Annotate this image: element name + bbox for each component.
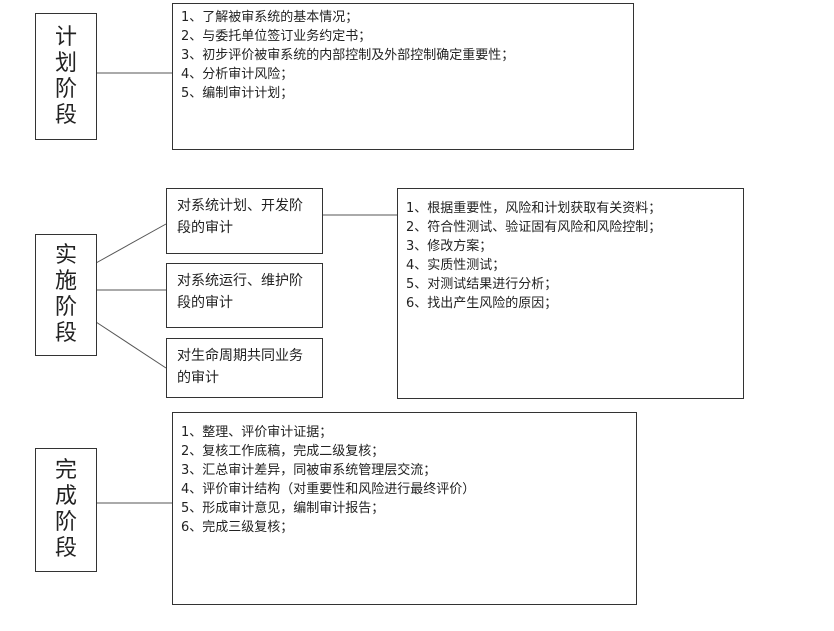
implementation-task: 4、实质性测试； [406, 258, 506, 273]
completion-task: 4、评价审计结构（对重要性和风险进行最终评价） [181, 482, 476, 497]
planning-task: 4、分析审计风险； [181, 67, 294, 82]
sub-audit-lifecycle: 对生命周期共同业务的审计 [166, 338, 323, 398]
stage-completion-label: 完成阶段 [54, 458, 77, 561]
planning-task: 5、编制审计计划； [181, 86, 294, 101]
completion-task: 5、形成审计意见，编制审计报告； [181, 501, 385, 516]
sub-audit-operation-maintenance: 对系统运行、维护阶段的审计 [166, 263, 323, 328]
connector-impl-sub3 [95, 321, 167, 369]
sub-audit-label: 对系统计划、开发阶段的审计 [177, 198, 303, 236]
implementation-tasks: 1、根据重要性，风险和计划获取有关资料； 2、符合性测试、验证固有风险和风险控制… [397, 188, 744, 399]
sub-audit-label: 对生命周期共同业务的审计 [177, 348, 303, 386]
stage-implementation-label: 实施阶段 [54, 243, 77, 346]
implementation-task: 6、找出产生风险的原因； [406, 296, 558, 311]
planning-task: 1、了解被审系统的基本情况； [181, 10, 359, 25]
connector-impl-sub1 [95, 223, 167, 264]
completion-tasks: 1、整理、评价审计证据； 2、复核工作底稿，完成二级复核； 3、汇总审计差异，同… [172, 412, 637, 605]
sub-audit-label: 对系统运行、维护阶段的审计 [177, 273, 303, 311]
completion-task: 2、复核工作底稿，完成二级复核； [181, 444, 385, 459]
planning-task: 2、与委托单位签订业务约定书； [181, 29, 372, 44]
stage-completion: 完成阶段 [35, 448, 97, 572]
stage-planning: 计划阶段 [35, 13, 97, 140]
implementation-task: 5、对测试结果进行分析； [406, 277, 558, 292]
completion-task: 1、整理、评价审计证据； [181, 425, 333, 440]
completion-task: 3、汇总审计差异，同被审系统管理层交流； [181, 463, 437, 478]
sub-audit-planning-development: 对系统计划、开发阶段的审计 [166, 188, 323, 254]
implementation-task: 3、修改方案； [406, 239, 493, 254]
implementation-task: 2、符合性测试、验证固有风险和风险控制； [406, 220, 662, 235]
stage-planning-label: 计划阶段 [54, 24, 77, 128]
planning-tasks: 1、了解被审系统的基本情况； 2、与委托单位签订业务约定书； 3、初步评价被审系… [172, 3, 634, 150]
planning-task: 3、初步评价被审系统的内部控制及外部控制确定重要性； [181, 48, 515, 63]
completion-task: 6、完成三级复核； [181, 520, 294, 535]
implementation-task: 1、根据重要性，风险和计划获取有关资料； [406, 201, 662, 216]
stage-implementation: 实施阶段 [35, 234, 97, 356]
